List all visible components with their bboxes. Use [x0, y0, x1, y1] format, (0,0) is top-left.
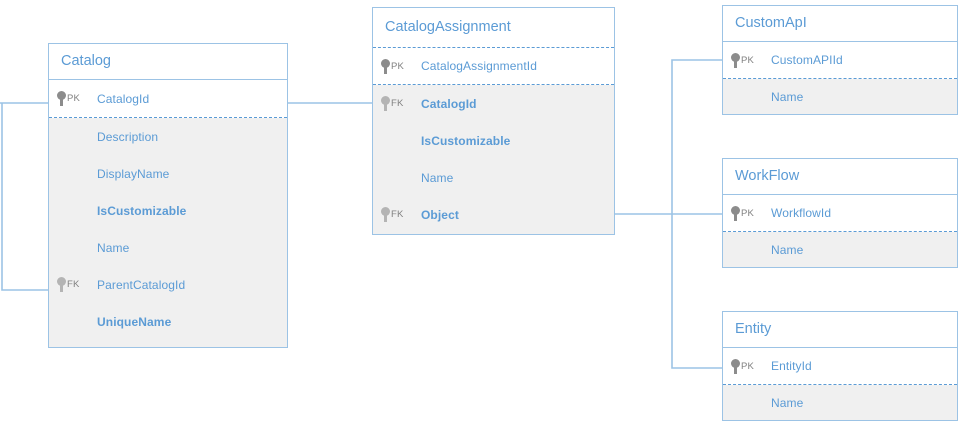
key-tag: FK [67, 279, 80, 290]
field-name: Name [421, 170, 454, 185]
field-row-iscustomizable[interactable]: IsCustomizable [373, 122, 614, 159]
primary-key-icon [57, 91, 66, 106]
field-row-catalogid[interactable]: PK CatalogId [49, 80, 287, 118]
entity-title-catalogassignment: CatalogAssignment [373, 8, 614, 48]
field-row-catalogid[interactable]: FK CatalogId [373, 85, 614, 122]
entity-title-catalog: Catalog [49, 44, 287, 80]
field-row-workflowid[interactable]: PK WorkflowId [723, 195, 957, 232]
field-name: CustomAPIId [771, 53, 843, 67]
key-tag: PK [67, 93, 81, 104]
field-name: CatalogId [97, 91, 150, 106]
field-row-entityid[interactable]: PK EntityId [723, 348, 957, 385]
field-name: WorkflowId [771, 206, 832, 220]
field-row-uniquename[interactable]: UniqueName [49, 303, 287, 340]
field-name: Object [421, 207, 459, 222]
foreign-key-icon [381, 207, 390, 222]
key-cell: PK [723, 205, 771, 221]
entity-table-catalogassignment[interactable]: CatalogAssignment PK CatalogAssignmentId… [372, 7, 615, 235]
connector-catalog-self-loop [1, 103, 48, 291]
field-name: Name [771, 395, 804, 410]
field-name: EntityId [771, 359, 812, 373]
primary-key-icon [731, 205, 740, 221]
field-name: IsCustomizable [421, 133, 511, 148]
primary-key-icon [731, 358, 740, 374]
key-cell: PK [723, 358, 771, 374]
key-tag: PK [741, 207, 755, 219]
field-row-catalogassignmentid[interactable]: PK CatalogAssignmentId [373, 48, 614, 85]
field-row-name[interactable]: Name [723, 79, 957, 114]
field-name: IsCustomizable [97, 203, 187, 218]
field-name: Name [97, 240, 130, 255]
entity-table-catalog[interactable]: Catalog PK CatalogId Description Display… [48, 43, 288, 348]
foreign-key-icon [57, 277, 66, 292]
key-tag: PK [741, 54, 755, 66]
field-name: CatalogId [421, 96, 477, 111]
entity-fields-customapi: PK CustomAPIId Name [723, 42, 957, 114]
field-row-name[interactable]: Name [373, 159, 614, 196]
field-row-name[interactable]: Name [49, 229, 287, 266]
entity-fields-workflow: PK WorkflowId Name [723, 195, 957, 267]
entity-table-workflow[interactable]: WorkFlow PK WorkflowId Name [722, 158, 958, 268]
key-cell: PK [723, 52, 771, 68]
key-tag: FK [391, 209, 404, 220]
entity-fields-catalogassignment: PK CatalogAssignmentId FK CatalogId IsCu… [373, 48, 614, 233]
field-name: Description [97, 129, 159, 144]
field-row-iscustomizable[interactable]: IsCustomizable [49, 192, 287, 229]
entity-title-workflow: WorkFlow [723, 159, 957, 195]
key-cell: PK [373, 58, 421, 74]
field-name: Name [771, 89, 804, 104]
entity-title-entity: Entity [723, 312, 957, 348]
entity-fields-catalog: PK CatalogId Description DisplayName IsC… [49, 80, 287, 340]
field-name: ParentCatalogId [97, 277, 186, 292]
field-row-name[interactable]: Name [723, 232, 957, 267]
key-cell: FK [49, 277, 97, 292]
field-name: Name [771, 242, 804, 257]
field-row-parentcatalogid[interactable]: FK ParentCatalogId [49, 266, 287, 303]
field-row-customapiid[interactable]: PK CustomAPIId [723, 42, 957, 79]
field-row-description[interactable]: Description [49, 118, 287, 155]
field-name: UniqueName [97, 314, 172, 329]
field-name: DisplayName [97, 166, 170, 181]
entity-title-customapi: CustomApI [723, 6, 957, 42]
field-row-name[interactable]: Name [723, 385, 957, 420]
connector-object-to-entity [671, 214, 722, 369]
field-row-displayname[interactable]: DisplayName [49, 155, 287, 192]
field-name: CatalogAssignmentId [421, 59, 537, 73]
key-cell: FK [373, 96, 421, 111]
connector-object-to-customapi [671, 59, 722, 214]
key-tag: PK [391, 60, 405, 72]
key-tag: PK [741, 360, 755, 372]
key-cell: FK [373, 207, 421, 222]
key-tag: FK [391, 98, 404, 109]
entity-table-entity[interactable]: Entity PK EntityId Name [722, 311, 958, 421]
key-cell: PK [49, 91, 97, 106]
field-row-object[interactable]: FK Object [373, 196, 614, 233]
primary-key-icon [731, 52, 740, 68]
foreign-key-icon [381, 96, 390, 111]
primary-key-icon [381, 58, 390, 74]
entity-table-customapi[interactable]: CustomApI PK CustomAPIId Name [722, 5, 958, 115]
entity-fields-entity: PK EntityId Name [723, 348, 957, 420]
